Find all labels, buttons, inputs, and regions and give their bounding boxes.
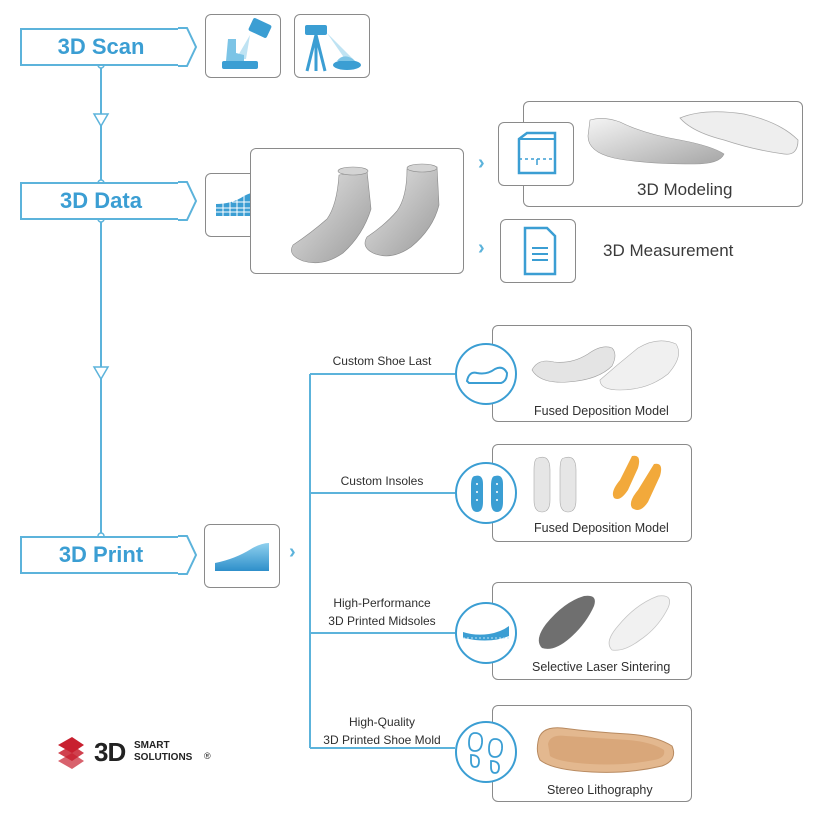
scanned-feet-image: [291, 163, 440, 264]
insoles-prints-image: [533, 455, 662, 513]
branch-midsoles-label: High-Performance 3D Printed Midsoles: [320, 594, 444, 630]
logo-line-2: SOLUTIONS: [134, 752, 193, 763]
logo-line-1: SMART: [134, 740, 170, 751]
print-icon-box: [204, 524, 280, 588]
document-icon: [523, 226, 557, 276]
insoles-icon-circle: [455, 462, 517, 524]
branch-midsoles-line-1: High-Performance: [333, 596, 431, 610]
mold-print-image: [536, 727, 675, 773]
shoe-last-prints-image: [531, 340, 679, 391]
shoe-last-icon: [465, 366, 509, 384]
branch-mold-label: High-Quality 3D Printed Shoe Mold: [316, 713, 448, 749]
tripod-scanner-icon: [305, 25, 361, 72]
stage-3d-scan-label: 3D Scan: [57, 34, 145, 59]
shoe-last-icon-circle: [455, 343, 517, 405]
chevron-right-icon: ›: [289, 541, 296, 563]
modeling-label: 3D Modeling: [637, 180, 733, 199]
branch-insoles-line-1: Custom Insoles: [340, 474, 424, 488]
branch-shoe-last-label: Custom Shoe Last: [322, 352, 442, 370]
midsoles-prints-image: [538, 595, 671, 651]
stage-3d-print-label: 3D Print: [58, 542, 144, 567]
stage-3d-scan: 3D Scan: [20, 28, 180, 66]
scanned-feet-box: [250, 148, 464, 274]
logo-mark-text: 3D: [94, 737, 126, 767]
stage-3d-print: 3D Print: [20, 536, 180, 574]
foot-scanner-icon: [222, 18, 272, 69]
chevron-right-icon: ›: [478, 237, 485, 259]
logo-mark-icon: [58, 737, 84, 769]
branch-mold-line-2: 3D Printed Shoe Mold: [323, 733, 441, 747]
branch-mold-line-1: High-Quality: [348, 715, 416, 729]
shoe-last-model-image: [587, 111, 799, 165]
footprints-icon: [468, 732, 504, 774]
chevron-right-icon: ›: [478, 152, 485, 174]
stage-3d-data-label: 3D Data: [60, 188, 142, 213]
branch-shoe-last-line-1: Custom Shoe Last: [332, 354, 432, 368]
print-profile-icon: [215, 543, 269, 571]
logo-registered: ®: [204, 751, 211, 761]
mold-caption: Stereo Lithography: [547, 783, 653, 797]
tripod-scanner-box: [294, 14, 370, 78]
stage-3d-print-arrow: [178, 535, 198, 575]
midsole-icon: [463, 626, 509, 641]
branch-midsoles-line-2: 3D Printed Midsoles: [328, 614, 436, 628]
insoles-caption: Fused Deposition Model: [534, 521, 669, 535]
cube-icon: [517, 131, 557, 175]
foot-scanner-box: [205, 14, 281, 78]
stage-3d-scan-arrow: [178, 27, 198, 67]
insoles-icon: [471, 475, 503, 512]
branch-insoles-label: Custom Insoles: [322, 472, 442, 490]
modeling-icon-box: [498, 122, 574, 186]
mold-icon-circle: [455, 721, 517, 783]
company-logo: 3D SMART SOLUTIONS ®: [54, 735, 224, 769]
stage-3d-data: 3D Data: [20, 182, 180, 220]
stage-3d-data-arrow: [178, 181, 198, 221]
measurement-label: 3D Measurement: [603, 241, 734, 260]
shoe-last-caption: Fused Deposition Model: [534, 404, 669, 418]
measurement-icon-box: [500, 219, 576, 283]
insoles-panel: [492, 444, 692, 542]
midsoles-caption: Selective Laser Sintering: [532, 660, 671, 674]
midsoles-icon-circle: [455, 602, 517, 664]
